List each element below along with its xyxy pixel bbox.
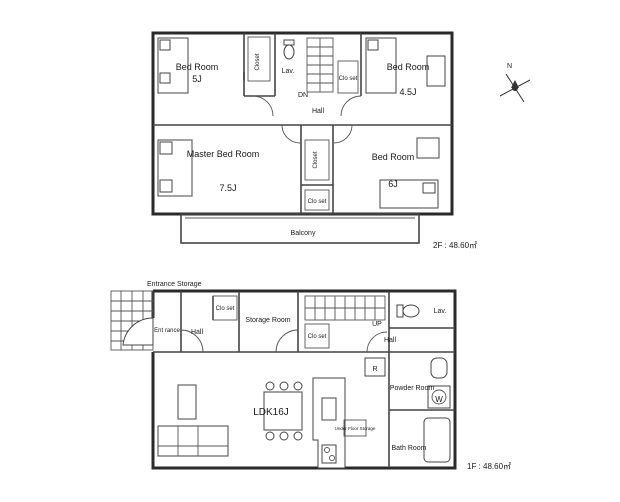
master-bed-room-name: Master Bed Room [187, 149, 260, 159]
chair-icon [293, 381, 303, 391]
bed-room-se-size: 6J [388, 179, 398, 189]
storage-room-label: Storage Room [245, 317, 290, 324]
floor1-stairs [304, 295, 386, 321]
under-floor-storage-box [343, 419, 367, 437]
chair-icon [293, 431, 303, 441]
toilet-tank-icon [396, 304, 404, 318]
bed-room-nw-size: 5J [192, 74, 202, 84]
closet-b-label: Clo set [308, 334, 327, 340]
powder-room-label: Powder Room [390, 385, 435, 392]
chair-icon [279, 431, 289, 441]
closet-mid-label: Closet [313, 151, 319, 168]
floor2-dn-label: DN [298, 92, 308, 99]
bathtub-icon [423, 417, 451, 463]
toilet-icon [402, 304, 420, 318]
door-swing-icon [333, 124, 353, 144]
door-swing-icon [275, 329, 299, 353]
master-bed-room-size: 7.5J [219, 183, 236, 193]
toilet-tank-icon [283, 39, 295, 46]
door-swing-icon [340, 95, 362, 117]
floor2-lav-label: Lav. [282, 68, 295, 75]
washer-drum-icon [431, 389, 447, 405]
floor1-hall-left-label: Hall [191, 329, 204, 336]
chair-icon [265, 381, 275, 391]
fridge-icon [364, 357, 386, 377]
closet-left-label: Closet [255, 53, 261, 70]
table-icon [177, 384, 197, 420]
floor1-plan: Entrance Storage Ent rance Hall Clo set … [110, 281, 511, 471]
closet-small-bottom-label: Clo set [308, 199, 327, 205]
bed-icon [157, 37, 189, 94]
under-floor-storage-label: Under Floor Storage [335, 426, 376, 431]
floor2-stairs [306, 37, 334, 93]
entrance-door-swing-icon [122, 317, 154, 346]
entrance-porch-tiles [110, 290, 154, 351]
bed-icon [365, 37, 397, 94]
closet-small-bottom-box [304, 189, 330, 211]
balcony-outline [180, 213, 420, 244]
bed-icon [157, 139, 193, 197]
entrance-label: Ent rance [154, 328, 180, 334]
closet-a-box [212, 295, 238, 321]
floor1-up-label: UP [372, 321, 382, 328]
washer-icon [427, 385, 451, 409]
bed-room-nw-name: Bed Room [176, 62, 219, 72]
desk-icon [426, 55, 446, 87]
wash-basin-icon [430, 357, 448, 379]
compass-icon: N [499, 63, 531, 103]
desk-icon [416, 137, 440, 159]
floor2-area-label: 2F : 48.60㎡ [433, 241, 477, 250]
door-swing-icon [281, 124, 301, 144]
closet-a-label: Clo set [216, 306, 235, 312]
floor1-lav-label: Lav. [434, 308, 447, 315]
bed-room-ne-size: 4.5J [399, 87, 416, 97]
closet-mid-box [304, 139, 330, 181]
balcony-label: Balcony [291, 230, 316, 237]
chair-icon [279, 381, 289, 391]
chair-icon [265, 431, 275, 441]
stove-icon [321, 444, 337, 464]
sofa-icon [157, 425, 229, 457]
closet-b-box [304, 323, 330, 349]
refrigerator-mark-label: R [372, 366, 377, 373]
ldk-label: LDK16J [253, 407, 289, 418]
dining-table-icon [263, 391, 303, 431]
washer-label: W [435, 395, 443, 404]
door-swing-icon [180, 329, 204, 353]
sink-icon [321, 397, 337, 421]
floor2-plan: Bed Room 5J Bed Room 4.5J Master Bed Roo… [151, 31, 477, 250]
door-swing-icon [252, 95, 274, 117]
bed-room-ne-name: Bed Room [387, 62, 430, 72]
floor1-area-label: 1F : 48.60㎡ [467, 462, 511, 471]
toilet-icon [283, 44, 295, 60]
kitchen-counter-icon [312, 377, 346, 469]
closet-small-top-box [337, 60, 359, 94]
bath-room-label: Bath Room [391, 445, 426, 452]
bed-icon [379, 179, 439, 209]
floor1-outer-wall [151, 289, 457, 470]
door-swing-icon [366, 331, 388, 353]
entrance-storage-label: Entrance Storage [147, 281, 202, 288]
closet-left-box [247, 36, 271, 82]
bed-room-se-name: Bed Room [372, 152, 415, 162]
floor2-hall-label: Hall [312, 108, 325, 115]
closet-small-top-label: Clo set [339, 76, 358, 82]
floor1-hall-right-label: Hall [384, 337, 397, 344]
compass-north-label: N [507, 63, 512, 70]
